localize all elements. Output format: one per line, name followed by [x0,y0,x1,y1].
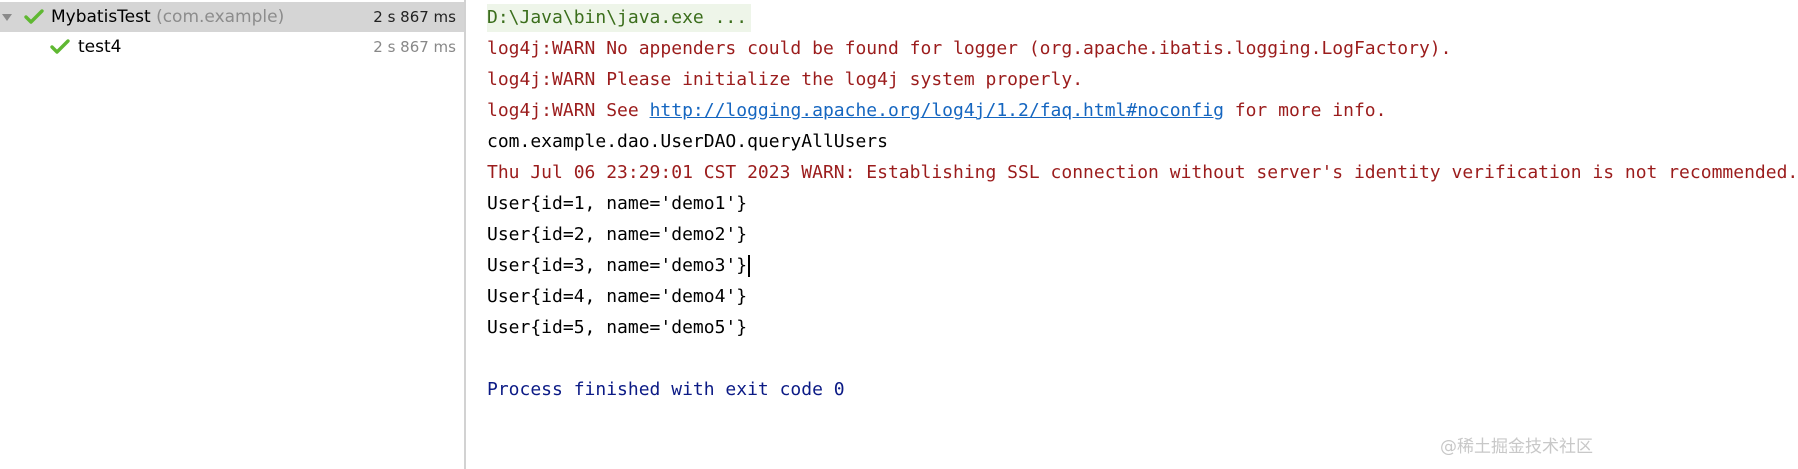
console-command-line: D:\Java\bin\java.exe ... [487,4,752,32]
watermark-text: @稀土掘金技术社区 [1440,437,1593,457]
check-icon [50,38,70,56]
console-process-finished-line: Process finished with exit code 0 [487,379,845,400]
console-user-line: User{id=5, name='demo5'} [487,317,748,338]
console-warn-prefix: log4j:WARN See [487,100,650,121]
console-user-line: User{id=2, name='demo2'} [487,224,748,245]
test-method-name: test4 [78,37,122,57]
test-tree-child-item[interactable]: test4 2 s 867 ms [0,32,464,62]
console-method-line: com.example.dao.UserDAO.queryAllUsers [487,131,888,152]
check-icon [24,8,44,26]
console-ssl-warn-line: Thu Jul 06 23:29:01 CST 2023 WARN: Estab… [487,162,1798,183]
log4j-faq-link[interactable]: http://logging.apache.org/log4j/1.2/faq.… [649,100,1224,121]
console-output[interactable]: D:\Java\bin\java.exe ... log4j:WARN No a… [466,0,1798,469]
expand-triangle-icon[interactable] [0,10,14,24]
console-user-line: User{id=1, name='demo1'} [487,193,748,214]
console-user-line-with-caret: User{id=3, name='demo3'} [487,252,751,280]
test-tree-root-item[interactable]: MybatisTest (com.example) 2 s 867 ms [0,2,464,32]
console-user-line: User{id=4, name='demo4'} [487,286,748,307]
console-warn-line: log4j:WARN See http://logging.apache.org… [487,97,1386,125]
test-class-duration: 2 s 867 ms [373,8,456,26]
console-warn-line: log4j:WARN Please initialize the log4j s… [487,69,1084,90]
test-method-duration: 2 s 867 ms [373,38,456,56]
test-class-name: MybatisTest [51,7,151,27]
text-caret [748,255,751,277]
test-class-package: (com.example) [156,7,285,27]
console-warn-suffix: for more info. [1223,100,1387,121]
test-class-label: MybatisTest (com.example) [51,7,284,27]
console-warn-line: log4j:WARN No appenders could be found f… [487,38,1452,59]
console-user-text: User{id=3, name='demo3'} [487,255,748,276]
test-results-tree: MybatisTest (com.example) 2 s 867 ms tes… [0,0,466,469]
